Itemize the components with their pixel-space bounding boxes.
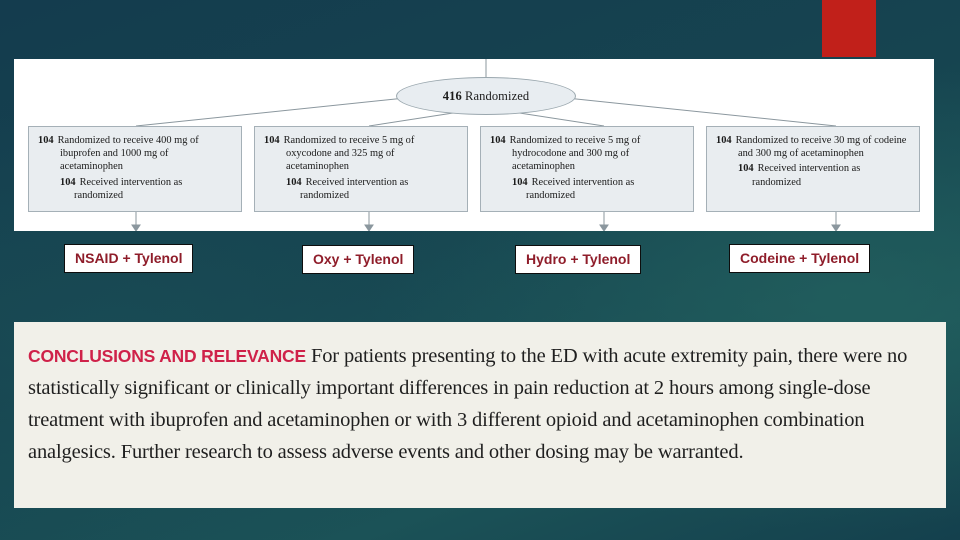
arm-assignment-count: 104 (716, 135, 732, 146)
callout-nsaid-tylenol: NSAID + Tylenol (64, 244, 194, 273)
arm-assignment-count: 104 (490, 135, 506, 146)
accent-red-block (822, 0, 876, 57)
arm-assignment-text: Randomized to receive 5 mg of oxycodone … (283, 135, 415, 173)
arm-received-text: Received intervention as randomized (74, 176, 183, 201)
arm-assignment-count: 104 (264, 135, 280, 146)
arm-received-text: Received intervention as randomized (752, 163, 861, 188)
flowchart-root-count: 416 (442, 88, 462, 103)
callout-codeine-tylenol: Codeine + Tylenol (729, 244, 871, 273)
callout-hydro-tylenol: Hydro + Tylenol (515, 245, 642, 274)
arm-received-count: 104 (286, 176, 302, 188)
flowchart-root-label: 416 Randomized (443, 89, 529, 104)
flowchart-root-node: 416 Randomized (396, 77, 576, 115)
arm-assignment-text: Randomized to receive 30 mg of codeine a… (735, 135, 907, 160)
arm-received-text: Received intervention as randomized (300, 176, 409, 201)
arm-received-count: 104 (738, 163, 754, 175)
callout-oxy-tylenol: Oxy + Tylenol (302, 245, 415, 274)
arm-assignment-text: Randomized to receive 400 mg of ibuprofe… (57, 135, 199, 173)
conclusions-body: For patients presenting to the ED with a… (28, 345, 908, 463)
arm-assignment-text: Randomized to receive 5 mg of hydrocodon… (509, 135, 641, 173)
arm-assignment-count: 104 (38, 135, 54, 146)
flowchart-root-text: Randomized (465, 88, 530, 103)
arm-received-count: 104 (60, 176, 76, 188)
conclusions-heading: CONCLUSIONS AND RELEVANCE (28, 346, 306, 366)
arm-received-count: 104 (512, 176, 528, 188)
arm-callout-row: NSAID + Tylenol Oxy + Tylenol Hydro + Ty… (0, 244, 960, 274)
arm-received-text: Received intervention as randomized (526, 176, 635, 201)
